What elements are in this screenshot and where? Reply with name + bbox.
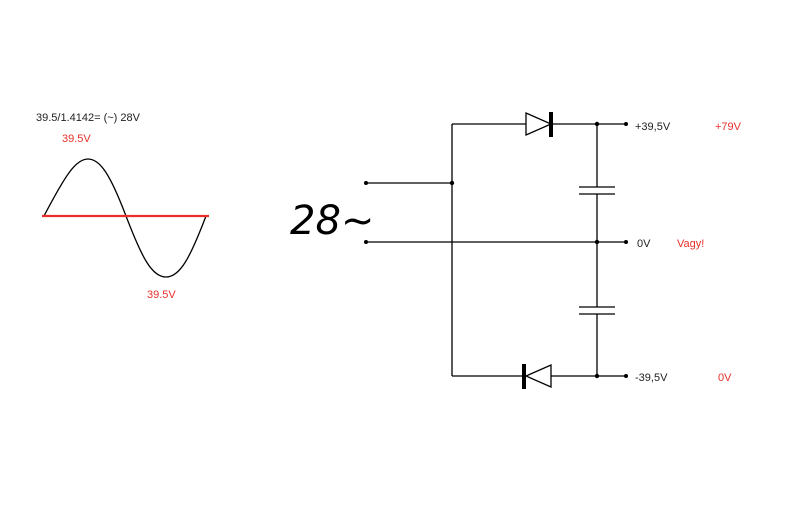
junction-left — [449, 180, 455, 186]
output-terminal-top — [624, 122, 628, 126]
positive-peak-label: 39.5V — [62, 133, 91, 145]
negative-peak-label: 39.5V — [147, 289, 176, 301]
rectifier-circuit — [364, 112, 628, 389]
diode-bottom — [522, 364, 552, 389]
capacitor-top — [579, 186, 615, 195]
output-mid-label: 0V — [637, 238, 651, 250]
formula-label: 39.5/1.4142= (~) 28V — [36, 112, 141, 124]
output-terminal-bottom — [624, 374, 628, 378]
capacitor-bottom — [579, 306, 615, 315]
junction-mid — [594, 239, 600, 245]
output-top-label: +39,5V — [635, 121, 671, 133]
output-terminal-mid — [624, 240, 628, 244]
diode-top — [525, 112, 553, 137]
output-mid-alt-label: Vagy! — [677, 238, 704, 250]
sine-waveform: 39.5/1.4142= (~) 28V 39.5V 39.5V — [36, 112, 209, 301]
output-bottom-label: -39,5V — [635, 372, 668, 384]
sine-negative-half — [125, 215, 207, 278]
output-top-alt-label: +79V — [715, 121, 742, 133]
sine-positive-half — [43, 158, 127, 217]
output-bottom-alt-label: 0V — [718, 372, 732, 384]
junction-bottom — [594, 373, 600, 379]
input-voltage-label: 28~ — [290, 198, 374, 244]
